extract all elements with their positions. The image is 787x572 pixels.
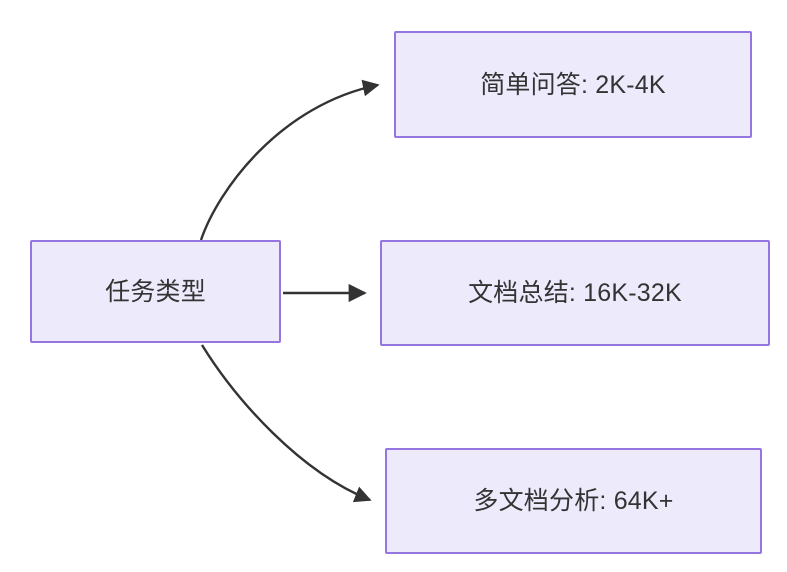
node-multi-doc-label: 多文档分析: 64K+: [473, 487, 674, 515]
node-simple-qa-label: 简单问答: 2K-4K: [480, 70, 666, 99]
edge-root-multi-doc: [200, 344, 372, 503]
node-doc-summary-label: 文档总结: 16K-32K: [468, 279, 682, 307]
node-doc-summary[interactable]: 文档总结: 16K-32K: [380, 240, 770, 346]
edge-root-simple-qa: [199, 79, 380, 241]
node-simple-qa[interactable]: 简单问答: 2K-4K: [394, 31, 752, 138]
node-multi-doc[interactable]: 多文档分析: 64K+: [385, 448, 762, 554]
node-task-type-label: 任务类型: [105, 277, 206, 306]
node-task-type[interactable]: 任务类型: [30, 240, 281, 343]
